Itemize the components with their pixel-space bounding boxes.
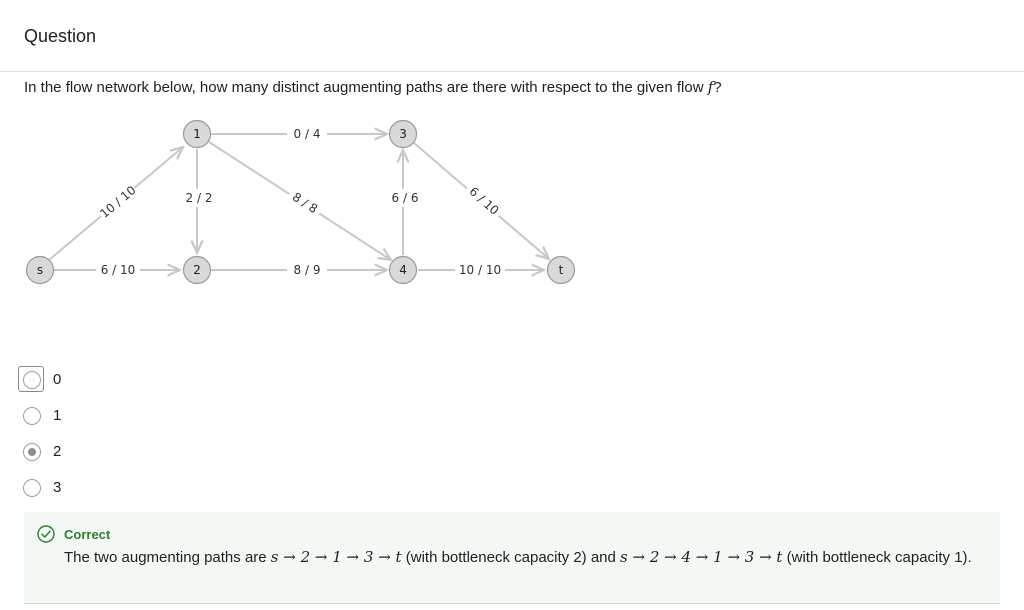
feedback-status: Correct — [64, 527, 111, 542]
edge-label-1-4: 8 / 8 — [285, 185, 325, 221]
node-t: t — [546, 255, 576, 285]
edge-label-2-4: 8 / 9 — [287, 261, 327, 279]
svg-text:3: 3 — [399, 127, 407, 141]
node-1: 1 — [182, 119, 212, 149]
svg-text:10 / 10: 10 / 10 — [459, 263, 501, 277]
svg-text:1: 1 — [193, 127, 201, 141]
radio-button[interactable] — [23, 407, 41, 425]
svg-text:6 / 10: 6 / 10 — [101, 263, 136, 277]
edge-label-1-3: 0 / 4 — [287, 125, 327, 143]
choice-label[interactable]: 1 — [53, 407, 62, 424]
path-two: s → 2 → 4 → 1 → 3 → t — [620, 548, 783, 566]
flow-symbol: f — [707, 78, 714, 96]
edge-label-3-t: 6 / 10 — [462, 180, 506, 222]
svg-text:10 / 10: 10 / 10 — [97, 183, 138, 221]
feedback-explanation: The two augmenting paths are s → 2 → 1 →… — [64, 545, 994, 570]
svg-text:6 / 6: 6 / 6 — [392, 191, 419, 205]
explanation-text: The two augmenting paths are — [64, 549, 271, 566]
edge-label-s-1: 10 / 10 — [95, 180, 141, 224]
choice-label[interactable]: 0 — [53, 371, 62, 388]
node-s: s — [25, 255, 55, 285]
node-3: 3 — [388, 119, 418, 149]
svg-text:2 / 2: 2 / 2 — [186, 191, 213, 205]
edge-label-s-2: 6 / 10 — [96, 261, 140, 279]
feedback-panel: Correct The two augmenting paths are s →… — [24, 512, 1000, 604]
svg-text:t: t — [559, 263, 564, 277]
explanation-text: (with bottleneck capacity 2) and — [401, 549, 621, 566]
flow-network-diagram: 10 / 10 6 / 10 2 / 2 0 / 4 8 / 8 8 / 9 6… — [25, 119, 576, 285]
svg-text:s: s — [37, 263, 43, 277]
node-2: 2 — [182, 255, 212, 285]
question-prompt: In the flow network below, how many dist… — [24, 78, 722, 96]
edge-label-1-2: 2 / 2 — [181, 189, 217, 207]
choice-label[interactable]: 3 — [53, 479, 62, 496]
check-circle-icon — [37, 525, 55, 543]
question-text: In the flow network below, how many dist… — [24, 79, 704, 96]
svg-text:8 / 9: 8 / 9 — [294, 263, 321, 277]
edge-label-4-t: 10 / 10 — [455, 261, 505, 279]
svg-text:0 / 4: 0 / 4 — [294, 127, 321, 141]
radio-button[interactable] — [18, 366, 44, 392]
path-one: s → 2 → 1 → 3 → t — [270, 548, 402, 566]
question-mark: ? — [713, 79, 722, 96]
node-4: 4 — [388, 255, 418, 285]
question-header: Question — [0, 0, 1024, 72]
explanation-text: (with bottleneck capacity 1). — [782, 549, 972, 566]
choice-label[interactable]: 2 — [53, 443, 62, 460]
question-title: Question — [24, 26, 97, 46]
svg-text:4: 4 — [399, 263, 407, 277]
svg-text:2: 2 — [193, 263, 201, 277]
radio-button-selected[interactable] — [23, 443, 41, 461]
radio-button[interactable] — [23, 479, 41, 497]
edge-label-4-3: 6 / 6 — [387, 189, 423, 207]
